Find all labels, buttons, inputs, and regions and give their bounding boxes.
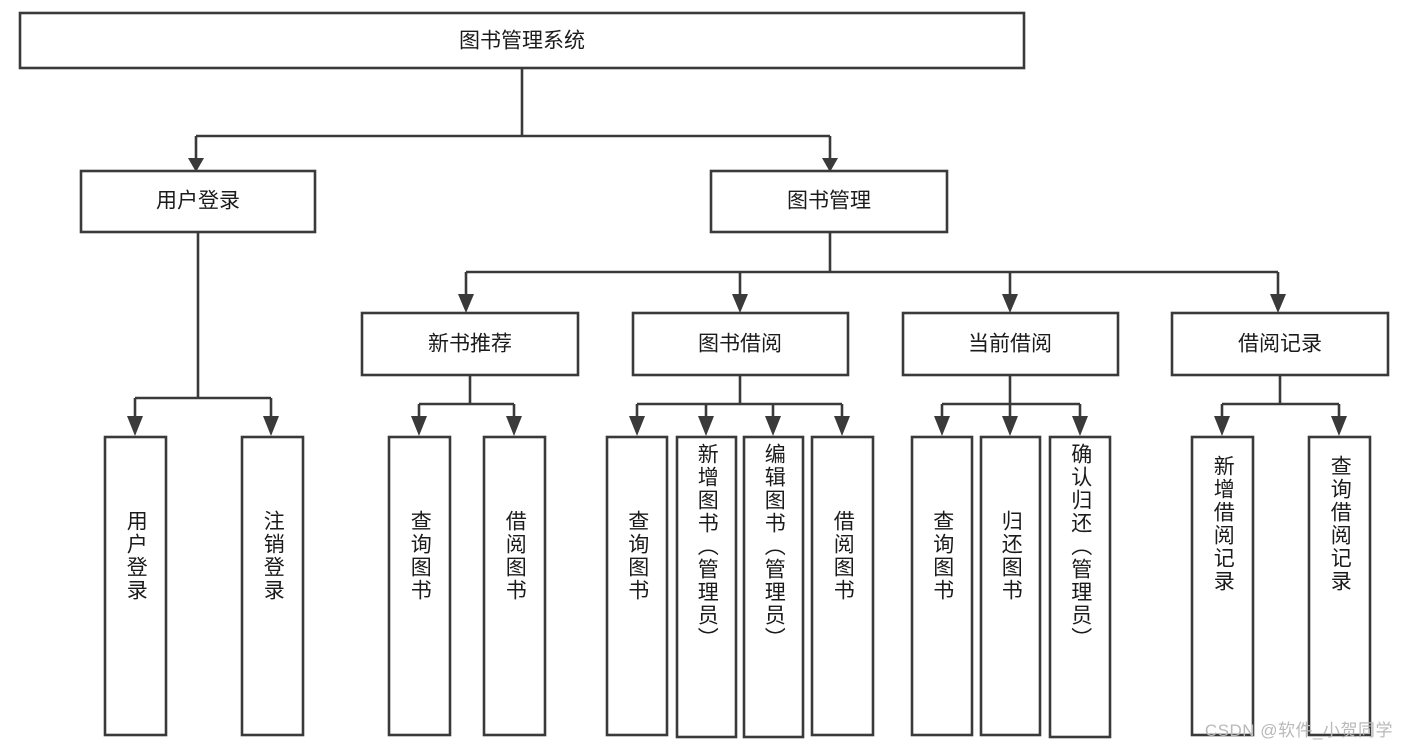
connectors-book-borrow-to-leaves bbox=[629, 375, 850, 436]
leaf-logout-box[interactable] bbox=[240, 435, 305, 737]
leaf-borrow-book-1-box[interactable] bbox=[482, 435, 547, 737]
node-root-box[interactable] bbox=[18, 11, 1026, 70]
node-user-login-label: 用户登录 bbox=[156, 190, 240, 213]
leaf-query-book-3-box[interactable] bbox=[910, 435, 974, 737]
leaf-boxes-current-borrow bbox=[910, 435, 1112, 739]
arrow-to-leaf-borrow-book-2 bbox=[834, 416, 850, 436]
node-book-borrow-label: 图书借阅 bbox=[698, 333, 782, 356]
arrow-to-leaf-query-book-1 bbox=[411, 416, 427, 436]
leaf-add-book-box[interactable] bbox=[675, 435, 738, 739]
arrow-to-borrow-record bbox=[1270, 294, 1286, 313]
leaf-confirm-return-box[interactable] bbox=[1048, 435, 1112, 739]
node-user-login-box[interactable] bbox=[79, 169, 317, 234]
leaf-boxes-user-login bbox=[103, 435, 305, 737]
node-root[interactable]: 图书管理系统 bbox=[18, 11, 1026, 70]
connectors-user-login-to-leaves bbox=[127, 232, 279, 436]
leaf-return-book-box[interactable] bbox=[979, 435, 1042, 737]
leaf-query-book-2-box[interactable] bbox=[605, 435, 669, 737]
arrow-to-leaf-add-book bbox=[698, 416, 714, 436]
node-borrow-record-label: 借阅记录 bbox=[1238, 333, 1322, 356]
node-root-label: 图书管理系统 bbox=[459, 30, 585, 53]
connectors-book-manage-to-level2 bbox=[458, 232, 1286, 313]
leaf-edit-book-box[interactable] bbox=[742, 435, 805, 739]
watermark-text: CSDN @软件_小贺同学 bbox=[1204, 721, 1393, 740]
arrow-to-leaf-edit-book bbox=[765, 416, 781, 436]
leaf-query-book-1-box[interactable] bbox=[387, 435, 452, 737]
arrow-to-leaf-confirm-return bbox=[1072, 416, 1088, 436]
node-user-login[interactable]: 用户登录 bbox=[79, 169, 317, 234]
connector-book-manage-branch bbox=[464, 232, 1280, 296]
leaf-boxes-borrow-record bbox=[1190, 435, 1372, 737]
arrow-to-leaf-borrow-book-1 bbox=[506, 416, 522, 436]
connectors-root-to-level1 bbox=[188, 68, 838, 172]
leaf-add-record-box[interactable] bbox=[1190, 435, 1255, 737]
arrow-to-leaf-logout bbox=[263, 416, 279, 436]
node-borrow-record-box[interactable] bbox=[1170, 311, 1390, 377]
connector-new-book-recommend-branch bbox=[417, 375, 516, 418]
node-book-manage[interactable]: 图书管理 bbox=[709, 169, 949, 234]
arrow-to-leaf-query-book-3 bbox=[934, 416, 950, 436]
arrow-to-user-login bbox=[188, 158, 204, 172]
connector-book-borrow-branch bbox=[635, 375, 844, 418]
arrow-to-leaf-user-login bbox=[127, 416, 143, 436]
arrow-to-leaf-query-record bbox=[1331, 416, 1347, 436]
node-book-borrow-box[interactable] bbox=[631, 311, 850, 377]
node-current-borrow-box[interactable] bbox=[901, 311, 1120, 377]
arrow-to-leaf-return-book bbox=[1002, 416, 1018, 436]
node-new-book-recommend[interactable]: 新书推荐 bbox=[360, 311, 580, 377]
leaf-borrow-book-2-box[interactable] bbox=[810, 435, 875, 737]
connector-borrow-record-branch bbox=[1220, 375, 1341, 418]
node-book-borrow[interactable]: 图书借阅 bbox=[631, 311, 850, 377]
node-current-borrow[interactable]: 当前借阅 bbox=[901, 311, 1120, 377]
leaf-boxes-book-borrow bbox=[605, 435, 875, 739]
node-borrow-record[interactable]: 借阅记录 bbox=[1170, 311, 1390, 377]
connectors-new-book-recommend-to-leaves bbox=[411, 375, 522, 436]
connector-root-branch bbox=[194, 68, 832, 160]
node-new-book-recommend-label: 新书推荐 bbox=[428, 333, 512, 356]
node-book-manage-label: 图书管理 bbox=[787, 190, 871, 213]
node-current-borrow-label: 当前借阅 bbox=[968, 333, 1052, 356]
connectors-current-borrow-to-leaves bbox=[934, 375, 1088, 436]
arrow-to-current-borrow bbox=[1002, 294, 1018, 313]
arrow-to-leaf-add-record bbox=[1214, 416, 1230, 436]
connector-user-login-branch bbox=[133, 232, 273, 418]
connector-current-borrow-branch bbox=[940, 375, 1082, 418]
leaf-query-record-box[interactable] bbox=[1307, 435, 1372, 737]
arrow-to-book-borrow bbox=[732, 294, 748, 313]
connectors-borrow-record-to-leaves bbox=[1214, 375, 1347, 436]
arrow-to-leaf-query-book-2 bbox=[629, 416, 645, 436]
leaf-user-login-box[interactable] bbox=[103, 435, 168, 737]
leaf-boxes-new-book-recommend bbox=[387, 435, 547, 737]
arrow-to-book-manage bbox=[822, 158, 838, 172]
arrow-to-new-book-recommend bbox=[458, 294, 474, 313]
node-new-book-recommend-box[interactable] bbox=[360, 311, 580, 377]
node-book-manage-box[interactable] bbox=[709, 169, 949, 234]
